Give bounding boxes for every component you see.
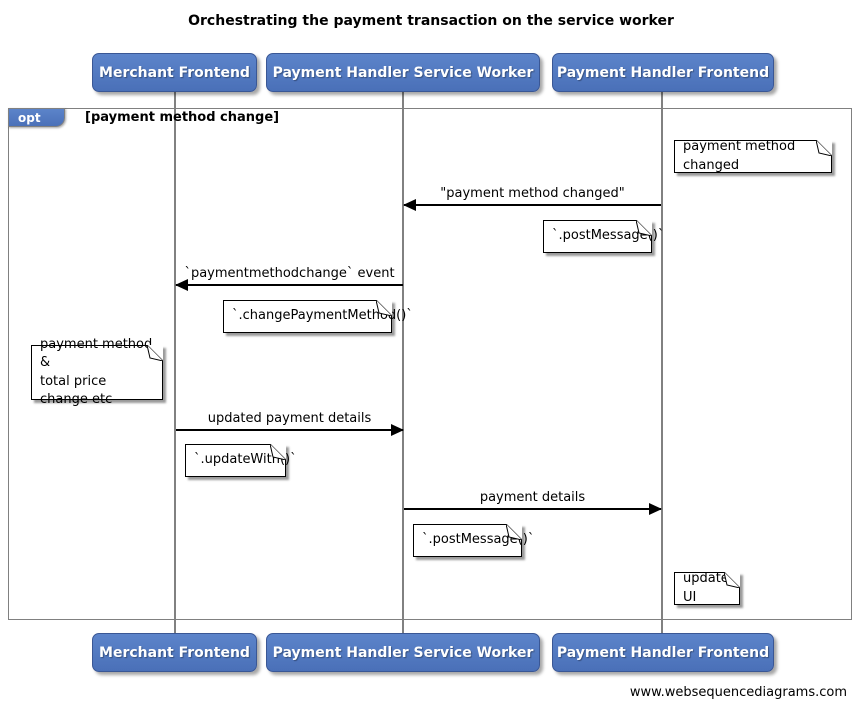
message-updated-payment-details: updated payment details — [176, 411, 404, 436]
message-label: updated payment details — [207, 411, 372, 426]
lifeline-payment-handler-frontend — [661, 92, 663, 633]
note-text: payment method & total price change etc — [40, 337, 153, 407]
actor-top-merchant-frontend: Merchant Frontend — [92, 53, 257, 92]
note-text: payment method changed — [683, 139, 796, 173]
lifeline-merchant-frontend — [174, 92, 176, 633]
note-fold-icon — [636, 220, 652, 236]
arrowhead-left-icon — [175, 279, 188, 291]
note-changepaymentmethod: `.changePaymentMethod()` — [223, 300, 413, 333]
actor-label: Payment Handler Frontend — [556, 64, 770, 81]
opt-condition-label: [payment method change] — [85, 110, 280, 125]
note-fold-icon — [147, 345, 163, 361]
note-postmessage-1: `.postMessage()` — [543, 220, 664, 253]
note-payment-method-changed: payment method changed — [674, 139, 832, 173]
arrowhead-left-icon — [403, 199, 416, 211]
message-label: "payment method changed" — [440, 186, 625, 201]
note-text: `.postMessage()` — [552, 228, 665, 244]
actor-top-payment-handler-service-worker: Payment Handler Service Worker — [266, 53, 540, 92]
note-fold-icon — [816, 140, 832, 156]
actor-bottom-payment-handler-service-worker: Payment Handler Service Worker — [266, 633, 540, 672]
note-fold-icon — [270, 444, 286, 460]
actor-bottom-payment-handler-frontend: Payment Handler Frontend — [552, 633, 774, 672]
note-fold-icon — [376, 300, 392, 316]
actor-top-payment-handler-frontend: Payment Handler Frontend — [552, 53, 774, 92]
note-text: `.postMessage()` — [422, 532, 535, 548]
actor-label: Payment Handler Service Worker — [272, 644, 534, 661]
lifeline-payment-handler-service-worker — [402, 92, 404, 633]
actor-label: Payment Handler Service Worker — [272, 64, 534, 81]
opt-operator-label: opt — [18, 110, 41, 125]
diagram-title: Orchestrating the payment transaction on… — [188, 13, 674, 29]
arrowhead-right-icon — [649, 503, 662, 515]
actor-bottom-merchant-frontend: Merchant Frontend — [92, 633, 257, 672]
actor-label: Merchant Frontend — [99, 64, 250, 81]
note-postmessage-2: `.postMessage()` — [413, 524, 534, 557]
message-label: `paymentmethodchange` event — [184, 266, 395, 281]
arrowhead-right-icon — [391, 424, 404, 436]
message-line — [176, 424, 404, 436]
actor-label: Payment Handler Frontend — [556, 644, 770, 661]
message-line — [404, 503, 662, 515]
message-paymentmethodchange-event: `paymentmethodchange` event — [175, 266, 403, 291]
note-fold-icon — [506, 524, 522, 540]
message-payment-details: payment details — [404, 490, 662, 515]
note-text: update UI — [683, 571, 729, 605]
message-payment-method-changed: "payment method changed" — [403, 186, 661, 211]
message-line — [175, 279, 403, 291]
note-updatewith: `.updateWith()` — [185, 444, 297, 477]
message-label: payment details — [479, 490, 586, 505]
note-fold-icon — [724, 572, 740, 588]
opt-fragment: opt [payment method change] — [8, 108, 852, 620]
note-text: `.updateWith()` — [194, 452, 297, 468]
actor-label: Merchant Frontend — [99, 644, 250, 661]
note-payment-method-total-price: payment method & total price change etc — [31, 337, 163, 407]
opt-operator-tab: opt — [8, 108, 65, 127]
message-line — [403, 199, 661, 211]
note-text: `.changePaymentMethod()` — [232, 308, 413, 324]
websequencediagrams-credit: www.websequencediagrams.com — [629, 685, 847, 700]
note-update-ui: update UI — [674, 571, 740, 605]
